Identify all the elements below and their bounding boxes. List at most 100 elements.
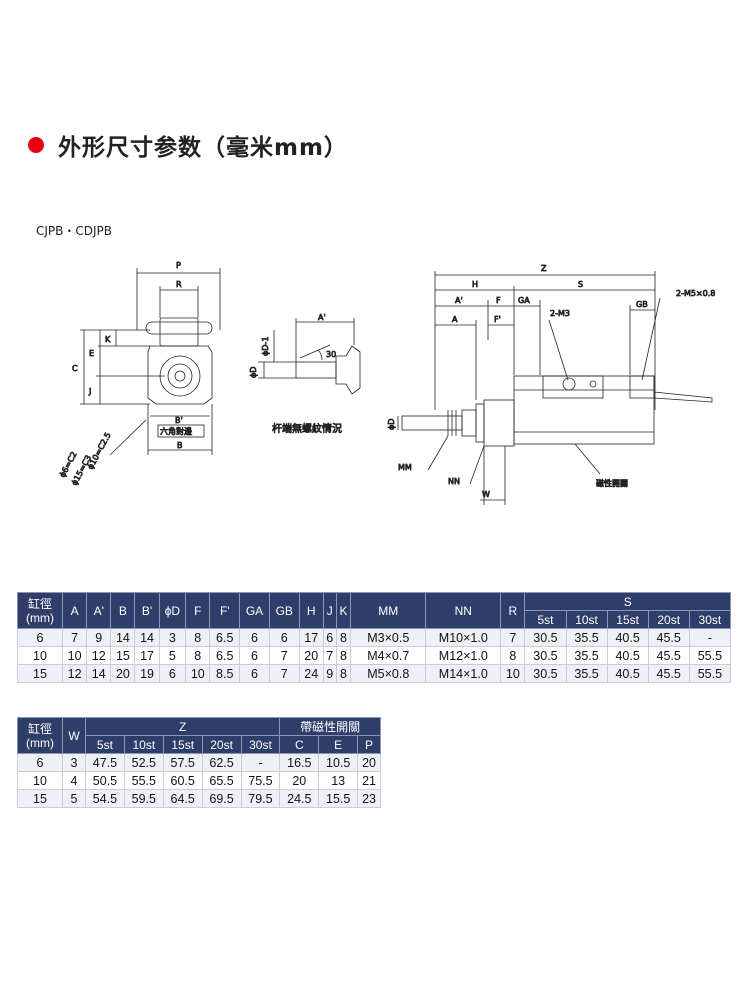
- no-thread-caption: 杆端無螺紋情況: [272, 422, 342, 435]
- col-header-z-5st: 5st: [85, 735, 125, 754]
- table-cell: 7: [500, 628, 526, 647]
- dim-label-e: E: [89, 349, 94, 358]
- table-cell: 8: [185, 628, 211, 647]
- table-cell: 59.5: [123, 789, 164, 808]
- table-cell: 45.5: [647, 646, 690, 665]
- rod-end-detail: [258, 318, 361, 395]
- dimension-drawing: P R C E K J B' 六角對邊 B ϕ6=C2 ϕ10=C2.5 ϕ15…: [57, 261, 716, 505]
- col-header-d: ϕD: [158, 592, 187, 629]
- table-cell: 20: [279, 771, 320, 790]
- col-header-a: A: [61, 592, 88, 629]
- table-cell: 8: [185, 646, 211, 665]
- table-cell: 7: [322, 646, 337, 665]
- table-cell: 65.5: [201, 771, 242, 790]
- table-cell: 10: [61, 646, 88, 665]
- table-cell: 40.5: [606, 628, 649, 647]
- table-cell: 7: [268, 646, 300, 665]
- col-header-b-prime: B': [134, 592, 160, 629]
- dim-label-p: P: [176, 261, 181, 270]
- table-cell: 16.5: [279, 753, 320, 772]
- table-cell: 6: [239, 628, 270, 647]
- col-header-e: E: [318, 735, 359, 754]
- table-cell: 14: [110, 628, 136, 647]
- col-header-z-20st: 20st: [201, 735, 242, 754]
- table-cell: 6: [239, 646, 270, 665]
- col-header-s-30st: 30st: [688, 610, 732, 629]
- dim-label-k: K: [105, 335, 111, 344]
- table-cell: 52.5: [123, 753, 164, 772]
- table-cell: 8.5: [209, 664, 241, 683]
- table-cell: M4×0.7: [350, 646, 427, 665]
- dimension-table-2: 缸徑 (mm) W Z 帶磁性開關 5st 10st 15st 20st 30s…: [17, 717, 381, 808]
- table-cell: 20: [357, 753, 381, 772]
- table-cell: M3×0.5: [350, 628, 427, 647]
- dim-label-c: C: [72, 364, 78, 373]
- col-header-z: Z: [84, 717, 281, 736]
- table-cell: 35.5: [565, 664, 608, 683]
- dim-label-a-prime: A': [318, 313, 326, 322]
- bore-header-2: 缸徑 (mm): [17, 717, 63, 754]
- col-header-r: R: [500, 592, 526, 629]
- table-cell: 40.5: [606, 646, 649, 665]
- table-cell: 55.5: [123, 771, 164, 790]
- table-cell: 9: [322, 664, 337, 683]
- table-cell: 35.5: [565, 646, 608, 665]
- table-cell: 30.5: [524, 628, 567, 647]
- col-header-switch: 帶磁性開關: [279, 717, 381, 736]
- section-heading: 外形尺寸参数（毫米mm）: [28, 128, 348, 162]
- col-header-f: F: [185, 592, 211, 629]
- table-cell: 30.5: [524, 646, 567, 665]
- col-header-k: K: [335, 592, 352, 629]
- table-cell: M5×0.8: [350, 664, 427, 683]
- table-cell: 6: [158, 664, 187, 683]
- col-header-p: P: [357, 735, 381, 754]
- table-cell: 55.5: [688, 664, 732, 683]
- table-cell: 8: [335, 664, 352, 683]
- dim-label-f: F: [496, 296, 501, 305]
- col-header-ga: GA: [239, 592, 270, 629]
- table-cell: 75.5: [240, 771, 281, 790]
- table-cell: 8: [335, 646, 352, 665]
- dim-label-a-prime-side: A': [455, 296, 463, 305]
- col-header-nn: NN: [425, 592, 502, 629]
- table-cell: 14: [134, 628, 160, 647]
- col-header-b: B: [110, 592, 136, 629]
- table-cell: M14×1.0: [425, 664, 502, 683]
- dim-label-h: H: [472, 280, 478, 289]
- table-cell: 24: [298, 664, 324, 683]
- table-cell: 6.5: [209, 628, 241, 647]
- col-header-f-prime: F': [209, 592, 241, 629]
- col-header-gb: GB: [268, 592, 300, 629]
- col-header-h: H: [298, 592, 324, 629]
- table-cell: 23: [357, 789, 381, 808]
- bore-header: 缸徑 (mm): [17, 592, 63, 629]
- angle-label: 30: [326, 350, 336, 359]
- table-cell: 15: [110, 646, 136, 665]
- table-cell: 17: [298, 628, 324, 647]
- switch-label: 磁性開關: [596, 478, 628, 488]
- dim-label-s: S: [578, 280, 583, 289]
- bore-cell: 6: [17, 628, 63, 647]
- table-cell: 8: [500, 646, 526, 665]
- col-header-s-20st: 20st: [647, 610, 690, 629]
- bore-cell: 6: [17, 753, 63, 772]
- col-header-z-30st: 30st: [240, 735, 281, 754]
- table-cell: -: [240, 753, 281, 772]
- col-header-z-10st: 10st: [123, 735, 164, 754]
- dim-label-z: Z: [541, 264, 547, 273]
- table-cell: 21: [357, 771, 381, 790]
- dim-label-nn: NN: [448, 477, 460, 486]
- table-cell: 50.5: [85, 771, 125, 790]
- table-cell: 45.5: [647, 628, 690, 647]
- dim-label-ga: GA: [518, 296, 530, 305]
- table-cell: 6: [239, 664, 270, 683]
- hex-flats-label: 六角對邊: [160, 426, 192, 436]
- dim-label-d-small: ϕD: [249, 367, 258, 378]
- dim-label-b: B: [177, 441, 183, 450]
- table-cell: 6.5: [209, 646, 241, 665]
- dim-label-j: J: [88, 387, 91, 396]
- table-cell: -: [688, 628, 732, 647]
- dim-label-d-side: ϕD: [387, 419, 396, 430]
